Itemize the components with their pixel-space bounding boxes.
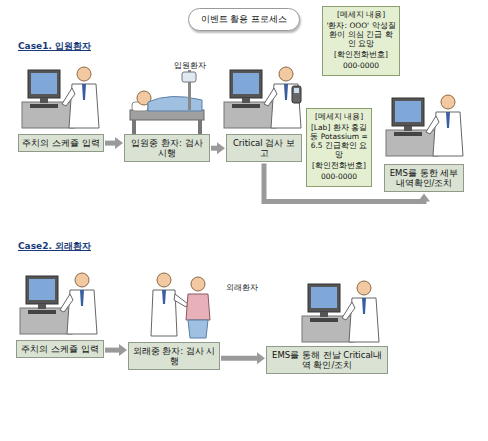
arrow-shaft (105, 141, 116, 146)
flow-arrow (221, 352, 265, 364)
node-text: 주치의 스케쥴 입력 (20, 344, 100, 354)
step-caption: 입원중 환자: 검사 시행 (124, 134, 210, 162)
patient-type: 입원환자 (174, 60, 206, 71)
node-text: 이벤트 활용 프로세스 (195, 13, 293, 26)
doctor-computer (224, 67, 301, 128)
arrow-shaft (105, 348, 120, 353)
patient-type: 외래환자 (226, 282, 258, 293)
arrow-head (257, 352, 265, 364)
arrow-head (115, 137, 123, 149)
step-caption: Critical 검사 보고 (226, 134, 302, 162)
flow-arrow (211, 142, 225, 154)
node-text: 외래중 환자: 검사 시행 (132, 346, 216, 366)
node-text: 000-0000 (326, 61, 396, 70)
step-caption: EMS를 통해 전날 Critical내역 확인/조치 (266, 346, 388, 374)
message-callout: [메세지 내용] '환자: OOO' 악성질환이 의심 긴급 확인 요망 [확인전화… (322, 6, 400, 76)
case-heading: Case2. 외래환자 (18, 240, 91, 253)
step-caption: EMS를 통한 세부내역확인/조치 (384, 164, 464, 192)
node-text: 000-0000 (310, 172, 368, 181)
step-caption: 주치의 스케쥴 입력 (16, 340, 104, 358)
patient-bed (130, 70, 204, 136)
arrow-head (418, 193, 430, 201)
node-text: '환자: OOO' 악성질환이 의심 긴급 확인 요망 (326, 21, 396, 48)
message-callout: [메세지 내용] [Lab] 환자 홍길동 Potassium = 6.5 긴급확… (306, 108, 372, 187)
node-text: 주치의 스케쥴 입력 (22, 138, 100, 148)
node-text: Critical 검사 보고 (230, 138, 298, 158)
flow-arrow (105, 137, 123, 149)
node-text: [Lab] 환자 홍길동 Potassium = 6.5 긴급확인 요망 (310, 123, 368, 159)
title-pill: 이벤트 활용 프로세스 (188, 8, 300, 31)
arrow-head (217, 142, 225, 154)
doctor-computer (302, 281, 379, 342)
doctor-computer (22, 67, 99, 128)
doctor-computer (386, 95, 463, 156)
doctor-patient (151, 273, 210, 338)
node-text: [메세지 내용] (310, 112, 368, 121)
node-text: [메세지 내용] (326, 10, 396, 19)
flow-arrow (105, 344, 127, 356)
phone-icon (292, 86, 301, 103)
node-text: 입원중 환자: 검사 시행 (128, 138, 206, 158)
arrow-shaft (221, 356, 258, 361)
step-caption: 주치의 스케쥴 입력 (18, 134, 104, 152)
node-text: EMS를 통한 세부내역확인/조치 (388, 168, 460, 188)
node-text: [확인전화번호] (326, 50, 396, 59)
arrow-shaft (211, 146, 218, 151)
node-text: EMS를 통해 전날 Critical내역 확인/조치 (270, 350, 384, 370)
case-heading: Case1. 입원환자 (18, 40, 91, 53)
step-caption: 외래중 환자: 검사 시행 (128, 342, 220, 370)
arrow-head (119, 344, 127, 356)
node-text: [확인전화번호] (310, 161, 368, 170)
doctor-computer (20, 273, 97, 334)
